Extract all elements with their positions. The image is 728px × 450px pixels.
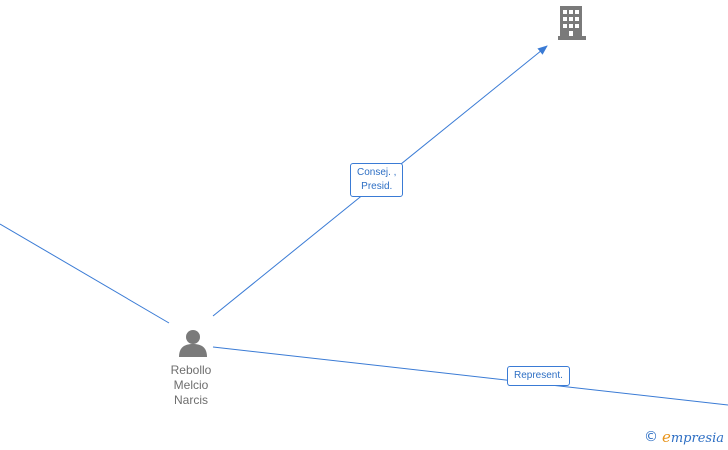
edge-label-represent[interactable]: Represent. [507, 366, 570, 386]
brand-watermark: © empresia [644, 428, 724, 446]
person-icon[interactable] [179, 330, 207, 357]
edge-label-line: Presid. [361, 181, 393, 192]
person-name-line: Melcio [173, 378, 209, 392]
edge-label-line: Consej. , [357, 167, 397, 178]
copyright-icon: © [643, 429, 658, 445]
edge-label-line: Represent. [514, 370, 563, 381]
person-name-line: Narcis [173, 393, 208, 407]
person-name[interactable]: Rebollo Melcio Narcis [150, 363, 232, 408]
person-name-line: Rebollo [170, 363, 212, 377]
edge-label-consej-presid[interactable]: Consej. , Presid. [350, 163, 404, 197]
brand-initial: e [661, 428, 671, 446]
edge-person-to-right [212, 346, 728, 406]
brand-logo: empresia [662, 428, 724, 446]
edge-left-offscreen [0, 223, 170, 324]
brand-name: mpresia [670, 431, 724, 446]
building-icon[interactable] [558, 6, 586, 40]
